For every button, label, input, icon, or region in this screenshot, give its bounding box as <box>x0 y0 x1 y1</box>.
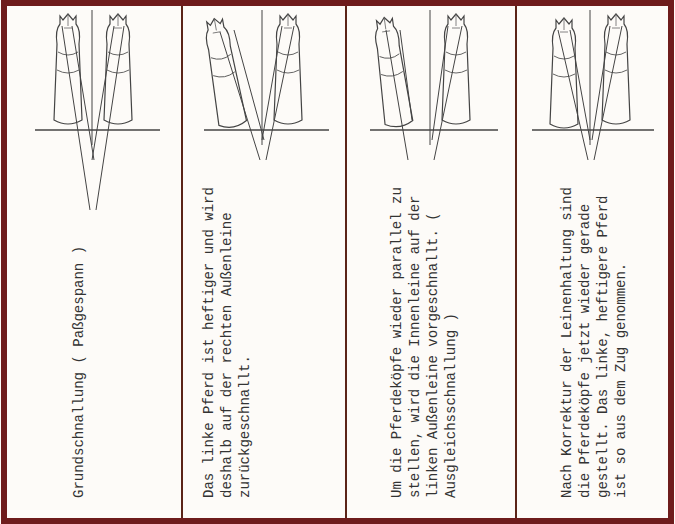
caption-text: Um die Pferdeköpfe wieder parallel zu st… <box>388 168 460 498</box>
panel-band: Grundschnallung ( Paßgespann ) <box>9 150 181 516</box>
caption-text: Grundschnallung ( Paßgespann ) <box>70 168 88 498</box>
caption-text: Nach Korrektur der Leinenhaltung sind di… <box>558 168 630 498</box>
caption-text: Das linke Pferd ist heftiger und wird de… <box>200 168 254 498</box>
panel-band: Nach Korrektur der Leinenhaltung sind di… <box>518 150 668 516</box>
panel-band: Um die Pferdeköpfe wieder parallel zu st… <box>348 150 515 516</box>
panel-band: Das linke Pferd ist heftiger und wird de… <box>184 150 345 516</box>
